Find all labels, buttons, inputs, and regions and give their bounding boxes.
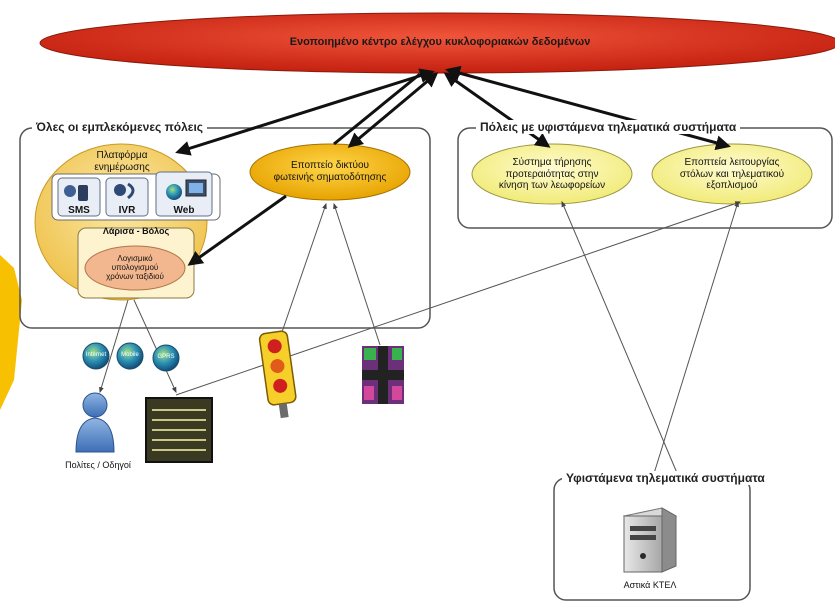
all-cities-group-title: Όλες οι εμπλεκόμενες πόλεις [32,120,208,134]
person-icon [75,392,115,453]
bus-priority-system-label: Σύστημα τήρησης προτεραιότητας στην κίνη… [498,157,606,191]
traffic-light-icon [258,330,297,419]
unified-control-center-node [39,12,835,74]
yellow-side-shape [0,255,22,410]
web-icon [155,171,213,217]
channel-web-label: Web [173,205,195,216]
intersection-map-icon [362,346,404,404]
telematics-cities-group-title: Πόλεις με υφιστάμενα τηλεματικά συστήματ… [476,120,741,134]
channel-sms-label: SMS [68,205,90,216]
fleet-supervisor-node [651,143,813,205]
arrow-center-to-signal-2 [333,72,421,146]
message-sign-icon [145,397,213,463]
urban-ktel-server-label: Αστικά ΚΤΕΛ [623,580,677,590]
internet-globe-label: Internet [85,352,107,358]
signal-network-supervisor-label: Εποπτείο δικτύου φωτεινής σηματοδότησης [273,160,387,183]
sms-icon [57,177,101,217]
travel-time-software-label: Λογισμικό υπολογισμού χρόνων ταξιδιού [106,254,164,282]
arrow-center-to-fleet [445,65,731,151]
channel-ivr-label: IVR [118,205,136,216]
city-names-label: Λάρισα - Βόλος [102,226,170,236]
travel-time-software-node [84,245,186,291]
internet-globe-icon [82,342,110,370]
line-traffic-light-to-signal [281,202,327,333]
arrow-center-to-platform [175,68,435,156]
mobile-globe-icon [116,342,144,370]
line-sign-to-fleet [175,201,742,396]
line-server-to-fleet [651,200,739,481]
arrow-signal-to-software [187,194,287,266]
line-intersection-to-signal [333,202,381,346]
info-platform-label: Πλατφόρμα ενημέρωσης [94,150,150,173]
mobile-globe-label: Mobile [121,352,139,358]
server-icon [622,507,678,573]
line-server-to-bus-priority [561,200,681,481]
line-platform-to-sign [133,299,177,394]
unified-control-center-label: Ενοποιημένο κέντρο ελέγχου κυκλοφοριακών… [289,36,591,48]
gprs-globe-label: GPRS [157,354,175,360]
ivr-icon [105,177,149,217]
arrow-center-to-signal [347,72,439,148]
citizens-drivers-label: Πολίτες / Οδηγοί [65,460,131,470]
fleet-supervisor-label: Εποπτεία λειτουργίας στόλων και τηλεματι… [679,157,785,191]
line-platform-to-person [99,299,129,394]
gprs-globe-icon [152,344,180,372]
existing-systems-group-title: Υφιστάμενα τηλεματικά συστήματα [562,471,769,485]
